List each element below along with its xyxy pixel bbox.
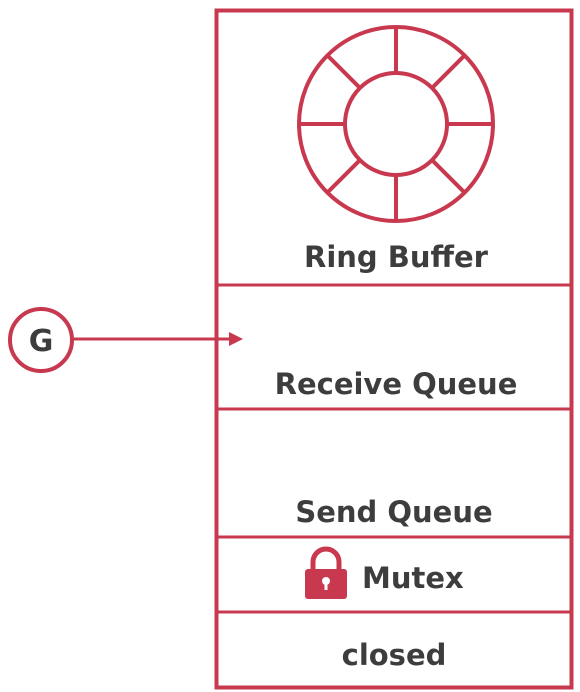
ring-buffer-spoke [325,158,362,195]
ring-buffer-spoke [430,53,467,90]
ring-buffer-spoke [430,158,467,195]
send-queue-label: Send Queue [295,495,492,529]
ring-buffer-spoke [325,53,362,90]
goroutine-node: G [8,307,74,373]
goroutine-label: G [29,324,54,359]
closed-label: closed [342,638,447,672]
ring-buffer-label: Ring Buffer [304,240,489,274]
ring-buffer-icon [297,25,495,223]
receive-queue-label: Receive Queue [275,367,518,401]
lock-icon [305,546,347,599]
channel-box [214,8,574,690]
goroutine-arrow [72,332,243,346]
mutex-label: Mutex [362,561,464,595]
